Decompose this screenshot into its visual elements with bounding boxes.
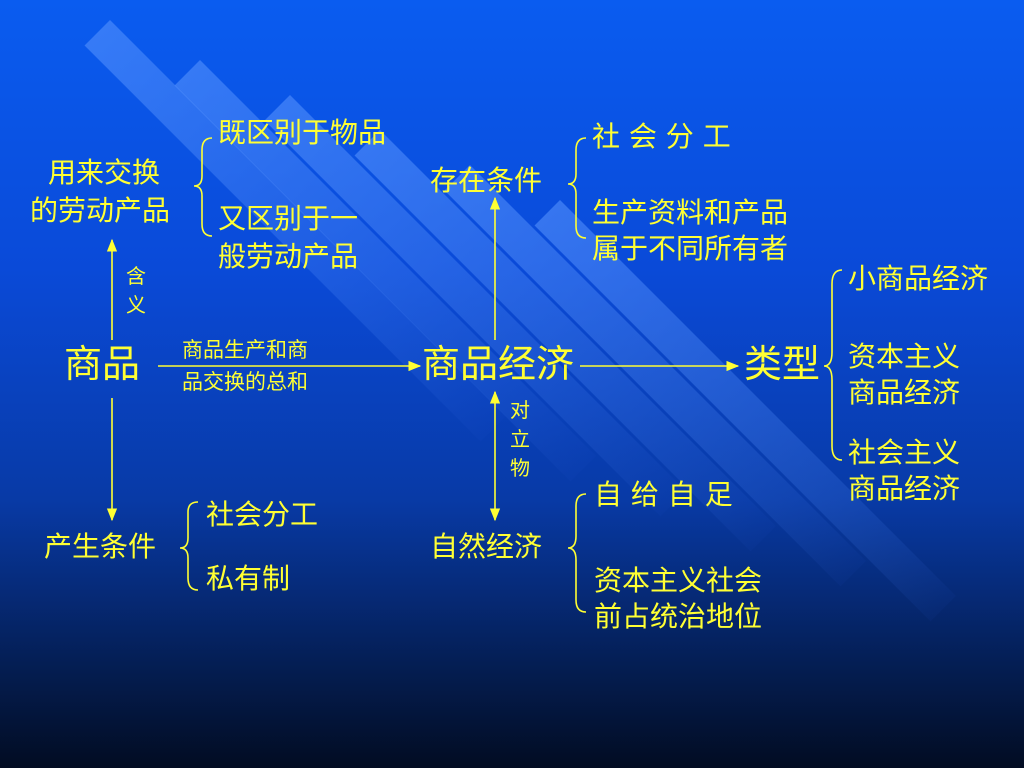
label-opposite: 对 立 物 — [508, 396, 532, 483]
brace-existence — [567, 137, 587, 239]
existence-item-1: 社 会 分 工 — [592, 120, 731, 153]
node-types: 类型 — [744, 342, 821, 386]
condition-item-2: 私有制 — [206, 562, 291, 595]
type-item-3-line1: 社会主义 — [848, 436, 961, 469]
sum-label-line2: 品交换的总和 — [182, 370, 308, 394]
opposite-char: 对 — [510, 398, 530, 422]
def-point-2-line1: 又区别于一 — [218, 202, 359, 235]
brace-types — [823, 269, 843, 461]
label-hanyi: 含 义 — [124, 262, 148, 320]
opposite-char: 物 — [510, 456, 530, 480]
node-natural-economy: 自然经济 — [430, 530, 543, 563]
hanyi-char: 含 — [126, 264, 146, 288]
definition-line1: 用来交换 — [48, 156, 161, 189]
node-existence: 存在条件 — [430, 164, 543, 197]
brace-definition — [193, 137, 213, 237]
sum-label-line1: 商品生产和商 — [182, 338, 308, 362]
existence-item-2-line2: 属于不同所有者 — [592, 232, 789, 265]
def-point-2-line2: 般劳动产品 — [218, 240, 359, 273]
brace-conditions — [179, 501, 199, 591]
type-item-2-line1: 资本主义 — [848, 340, 961, 373]
definition-line2: 的劳动产品 — [30, 194, 171, 227]
node-conditions: 产生条件 — [44, 530, 157, 563]
type-item-1: 小商品经济 — [848, 262, 989, 295]
existence-item-2-line1: 生产资料和产品 — [592, 196, 789, 229]
natural-item-2-line2: 前占统治地位 — [594, 600, 763, 633]
natural-item-2-line1: 资本主义社会 — [594, 564, 763, 597]
node-shangpin: 商品 — [64, 342, 141, 386]
brace-natural — [567, 493, 587, 613]
hanyi-char: 义 — [126, 293, 146, 317]
def-point-1: 既区别于物品 — [218, 116, 387, 149]
node-commodity-economy: 商品经济 — [422, 342, 575, 386]
natural-item-1: 自 给 自 足 — [594, 478, 733, 511]
condition-item-1: 社会分工 — [206, 498, 319, 531]
opposite-char: 立 — [510, 427, 530, 451]
type-item-3-line2: 商品经济 — [848, 472, 961, 505]
type-item-2-line2: 商品经济 — [848, 376, 961, 409]
